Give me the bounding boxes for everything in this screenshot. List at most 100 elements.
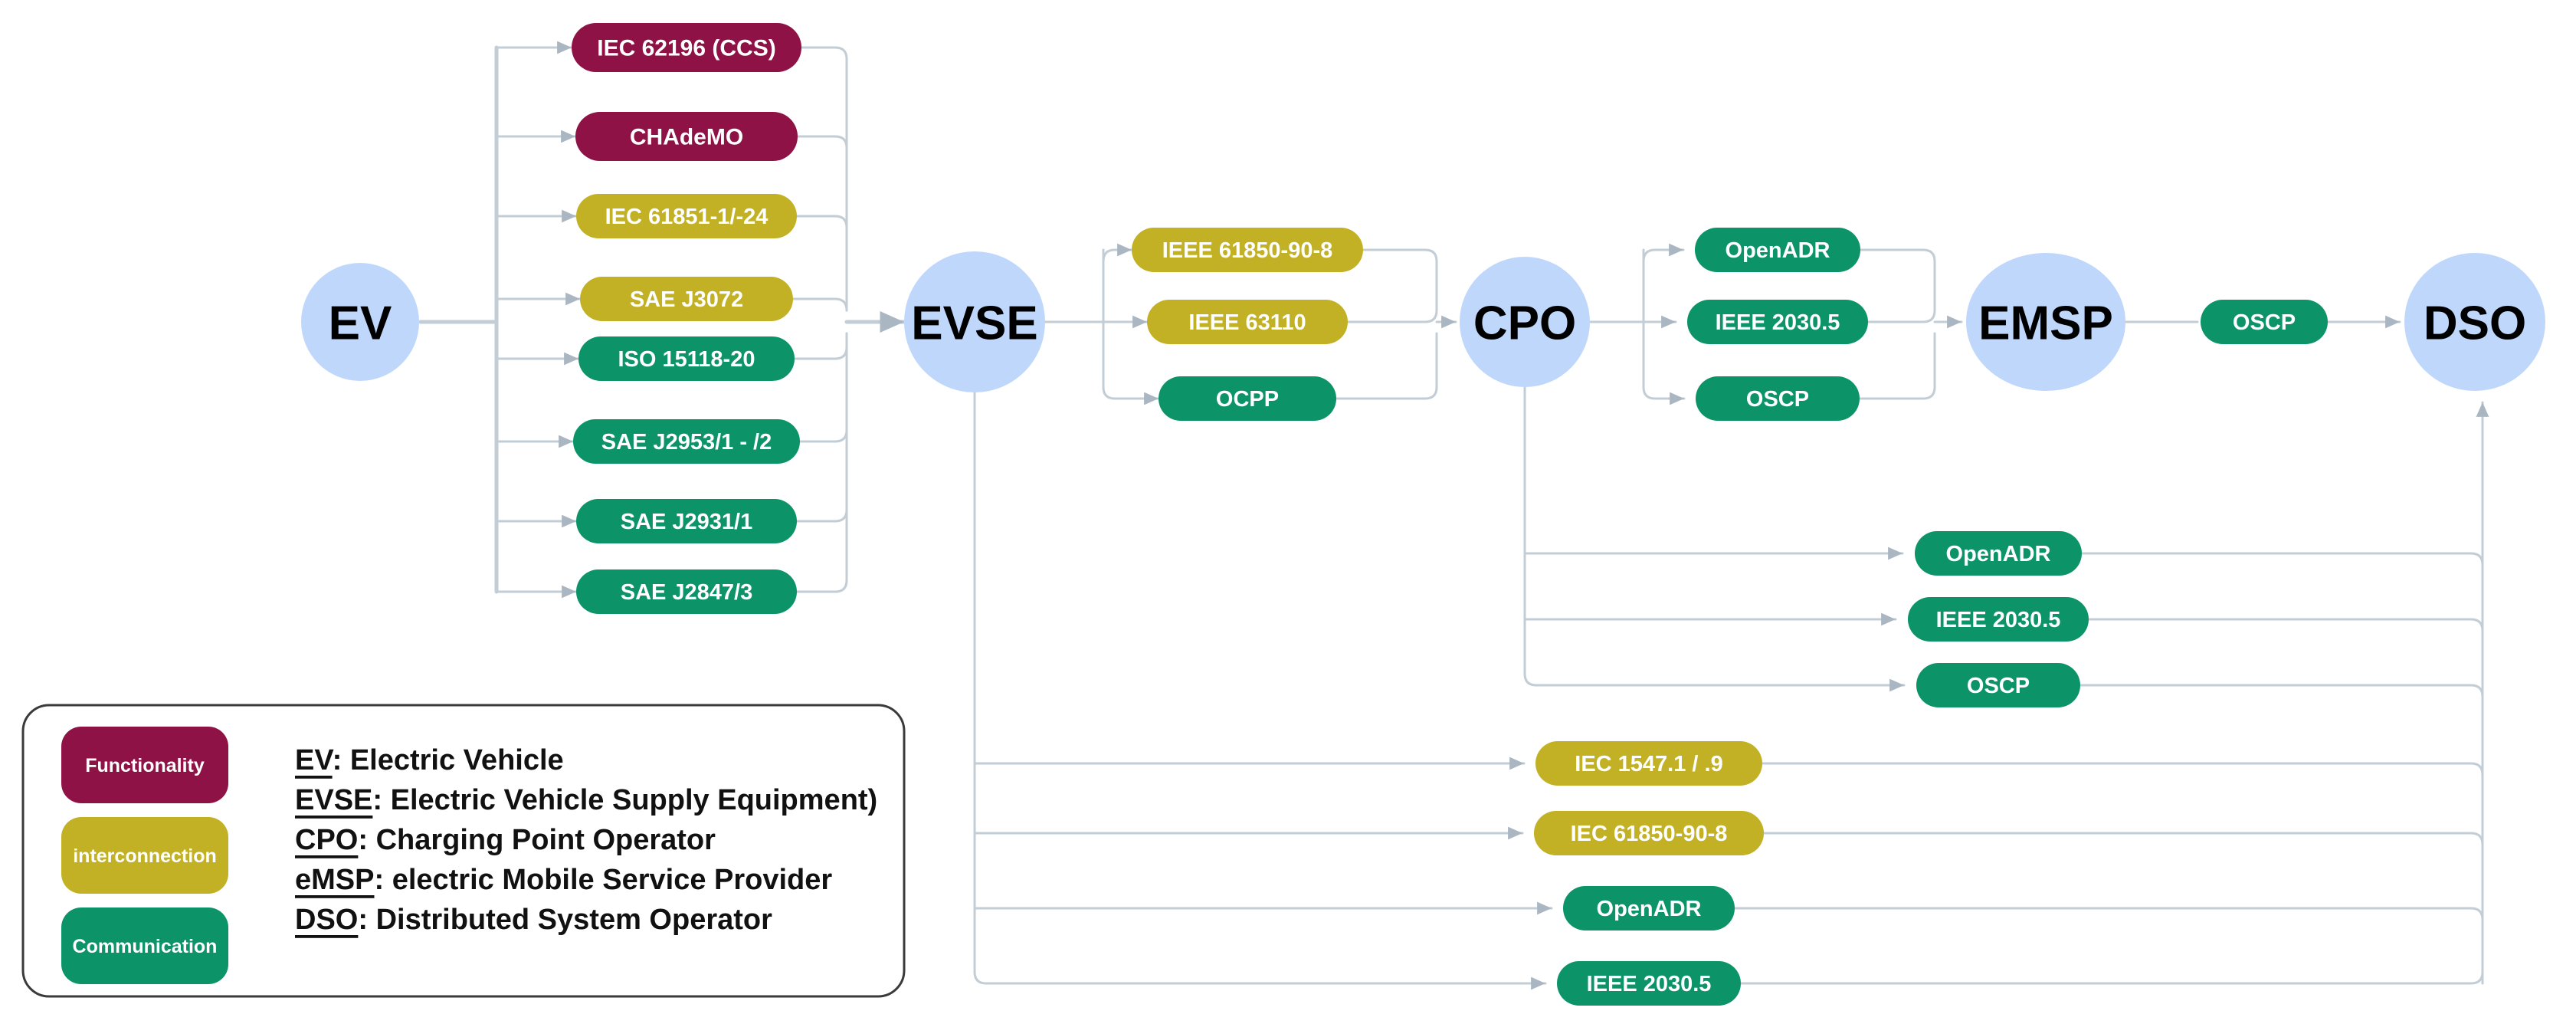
edge-pill3-evse bbox=[795, 215, 848, 312]
standard-pill[interactable]: OSCP bbox=[2201, 300, 2328, 344]
pill-shape bbox=[576, 569, 797, 614]
edge-pill2-evse bbox=[796, 135, 848, 312]
legend-abbr: DSO bbox=[295, 904, 358, 936]
pill-shape bbox=[580, 277, 793, 321]
standard-pill[interactable]: CHAdeMO bbox=[575, 112, 798, 161]
pill-label: SAE J3072 bbox=[630, 287, 743, 312]
standard-pill[interactable]: IEEE 63110 bbox=[1147, 300, 1348, 344]
pill-group-ev_evse: IEC 62196 (CCS) CHAdeMO IEC 61851-1/-24SAE… bbox=[572, 23, 801, 614]
pill-label: SAE J2953/1 - /2 bbox=[601, 430, 772, 455]
pill-shape bbox=[575, 112, 798, 161]
standard-pill[interactable]: OpenADR bbox=[1695, 228, 1860, 272]
pill-label: OSCP bbox=[1967, 674, 2030, 698]
pill-shape bbox=[1695, 228, 1860, 272]
connectors-cpo-emsp bbox=[1588, 243, 1963, 405]
edge-pill1-evse bbox=[800, 46, 848, 312]
standard-pill[interactable]: IEEE 2030.5 bbox=[1557, 961, 1741, 1006]
legend-definition-text: : Electric Vehicle bbox=[333, 744, 564, 776]
standard-pill[interactable]: IEC 61850-90-8 bbox=[1534, 811, 1764, 855]
actor-node-emsp[interactable]: EMSP bbox=[1966, 253, 2125, 391]
pill-label: IEEE 2030.5 bbox=[1716, 310, 1840, 335]
standard-pill[interactable]: SAE J2847/3 bbox=[576, 569, 797, 614]
standard-pill[interactable]: OpenADR bbox=[1915, 531, 2082, 576]
actor-circle bbox=[1966, 253, 2125, 391]
pill-shape bbox=[1535, 741, 1762, 786]
actor-node-cpo[interactable]: CPO bbox=[1460, 257, 1590, 387]
edge-2030-2-dso bbox=[2087, 618, 2484, 632]
edge-iec61850-dso bbox=[1762, 832, 2484, 846]
edge-evse-to-ocpp bbox=[1102, 386, 1160, 405]
actor-label: EMSP bbox=[1978, 297, 2113, 350]
actor-label: EV bbox=[329, 297, 392, 350]
edge-cpo-down-trunk bbox=[1523, 386, 1538, 687]
standard-pill[interactable]: IEC 1547.1 / .9 bbox=[1535, 741, 1762, 786]
pill-shape bbox=[1908, 597, 2089, 642]
legend-swatch-shape bbox=[61, 727, 228, 803]
standard-pill[interactable]: SAE J2953/1 - /2 bbox=[573, 419, 800, 464]
legend-definition-line: EV: Electric Vehicle bbox=[295, 744, 564, 776]
actor-circle bbox=[2404, 253, 2545, 391]
standard-pill[interactable]: IEC 62196 (CCS) bbox=[572, 23, 801, 72]
edge-pill4-evse bbox=[791, 297, 848, 312]
legend-box-outline bbox=[21, 704, 906, 998]
pill-shape bbox=[1534, 811, 1764, 855]
actor-node-dso[interactable]: DSO bbox=[2404, 253, 2545, 391]
edge-openadr3-dso bbox=[1733, 907, 2484, 921]
standard-pill[interactable]: IEC 61851-1/-24 bbox=[576, 194, 797, 238]
pill-label: IEEE 63110 bbox=[1188, 310, 1306, 335]
standard-pill[interactable]: IEEE 61850-90-8 bbox=[1132, 228, 1363, 272]
edge-cpo-to-openadr bbox=[1642, 243, 1685, 263]
actor-node-ev[interactable]: EV bbox=[301, 263, 419, 381]
standard-pill[interactable]: IEEE 2030.5 bbox=[1687, 300, 1868, 344]
legend-swatch[interactable]: Communication bbox=[61, 907, 228, 984]
actor-label: EVSE bbox=[911, 297, 1037, 350]
actor-circle bbox=[1460, 257, 1590, 387]
pill-label: OSCP bbox=[1746, 387, 1809, 412]
pill-label: IEC 61851-1/-24 bbox=[605, 205, 769, 229]
legend-abbr: EV bbox=[295, 744, 334, 776]
standard-pill[interactable]: OpenADR bbox=[1563, 886, 1735, 930]
legend-swatch[interactable]: Functionality bbox=[61, 727, 228, 803]
actor-node-evse[interactable]: EVSE bbox=[904, 251, 1045, 392]
edge-61850-cpo bbox=[1362, 248, 1438, 312]
actor-label: CPO bbox=[1473, 297, 1576, 350]
actor-nodes-layer: EV EVSE CPO EMSP DSO bbox=[301, 251, 2545, 392]
legend-abbr: CPO bbox=[295, 824, 358, 856]
edge-pill5-evse bbox=[793, 332, 848, 360]
pill-shape bbox=[1915, 531, 2082, 576]
pill-shape bbox=[1557, 961, 1741, 1006]
pill-shape bbox=[576, 194, 797, 238]
edge-iec1547-dso bbox=[1761, 762, 2484, 776]
pill-shape bbox=[576, 499, 797, 543]
legend-swatch-shape bbox=[61, 907, 228, 984]
legend-swatch-label: interconnection bbox=[73, 845, 217, 867]
standard-pill[interactable]: OSCP bbox=[1696, 376, 1860, 421]
standard-pill[interactable]: SAE J2931/1 bbox=[576, 499, 797, 543]
legend-swatches: Functionality interconnectionCommunicatio… bbox=[61, 727, 228, 984]
edge-oscp-emsp bbox=[1858, 332, 1936, 400]
actor-circle bbox=[904, 251, 1045, 392]
standard-pill[interactable]: ISO 15118-20 bbox=[578, 336, 795, 381]
legend-definition-text: : electric Mobile Service Provider bbox=[374, 864, 832, 896]
standard-pill[interactable]: OSCP bbox=[1916, 663, 2080, 707]
pill-label: OpenADR bbox=[1946, 542, 2051, 566]
pill-shape bbox=[1159, 376, 1336, 421]
pill-label: OSCP bbox=[2233, 310, 2296, 335]
edge-openadr-emsp bbox=[1859, 248, 1936, 312]
legend-swatch[interactable]: interconnection bbox=[61, 817, 228, 894]
standard-pill[interactable]: IEEE 2030.5 bbox=[1908, 597, 2089, 642]
pill-label: IEEE 61850-90-8 bbox=[1162, 238, 1332, 263]
pill-label: IEEE 2030.5 bbox=[1936, 608, 2061, 632]
pill-label: IEC 1547.1 / .9 bbox=[1575, 752, 1722, 776]
edge-2030-emsp bbox=[1866, 309, 1936, 323]
legend: Functionality interconnectionCommunicatio… bbox=[21, 704, 906, 998]
pill-shape bbox=[1132, 228, 1363, 272]
standard-pill[interactable]: OCPP bbox=[1159, 376, 1336, 421]
edge-ocpp-cpo bbox=[1335, 332, 1438, 400]
standard-pill[interactable]: SAE J3072 bbox=[580, 277, 793, 321]
legend-definition-line: DSO: Distributed System Operator bbox=[295, 904, 772, 936]
edge-pill8-evse bbox=[795, 332, 848, 593]
pill-label: SAE J2847/3 bbox=[621, 580, 753, 605]
